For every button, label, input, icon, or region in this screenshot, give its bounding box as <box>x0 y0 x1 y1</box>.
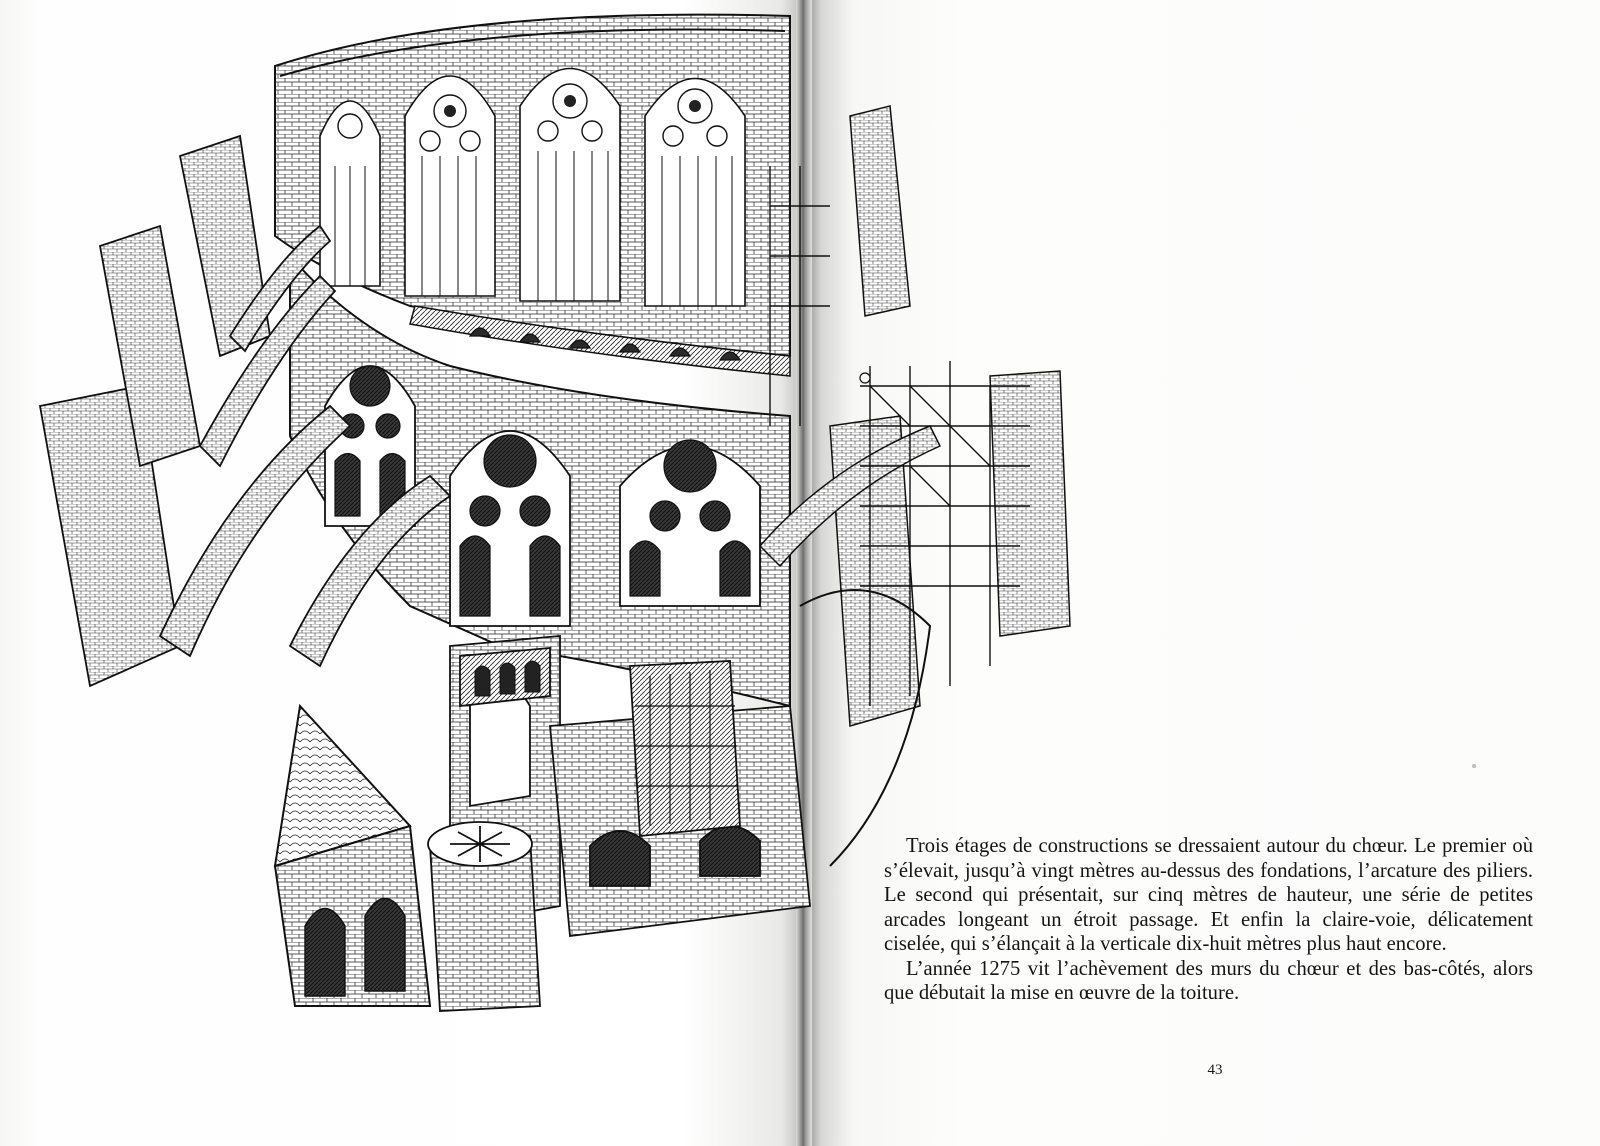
paragraph-2: L’année 1275 vit l’achèvement des murs d… <box>884 957 1533 1005</box>
page-number: 43 <box>1207 1062 1223 1078</box>
cathedral-illustration <box>38 13 1071 1012</box>
right-page <box>805 0 1600 1146</box>
paragraph-1: Trois étages de constructions se dressai… <box>884 835 1533 955</box>
paper-speck <box>1472 764 1476 768</box>
body-text: Trois étages de constructions se dressai… <box>884 834 1533 1006</box>
